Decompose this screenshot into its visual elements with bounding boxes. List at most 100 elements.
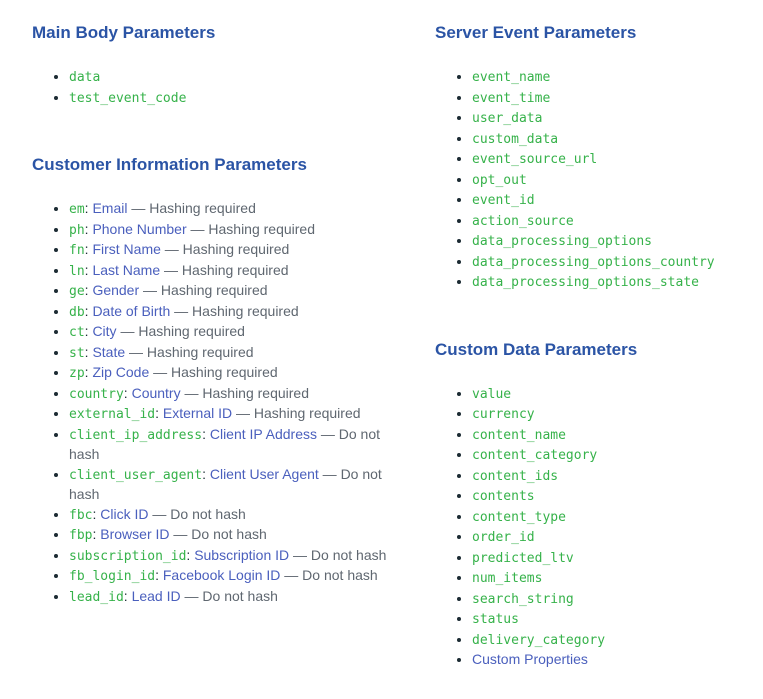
- param-link[interactable]: First Name: [92, 241, 161, 257]
- param-link[interactable]: Last Name: [92, 261, 161, 278]
- param-item: country: Country — Hashing required: [69, 384, 387, 405]
- param-item: order_id: [472, 527, 747, 548]
- param-item: custom_data: [472, 129, 747, 150]
- param-code: content_ids: [472, 468, 559, 484]
- parameters-reference-page: Main Body Parameters data test_event_code…: [0, 0, 763, 670]
- param-code: event_name: [472, 70, 551, 85]
- param-item: data: [69, 67, 387, 88]
- param-code: ge: [69, 284, 85, 299]
- param-link[interactable]: Browser ID: [100, 526, 170, 542]
- param-item: predicted_ltv: [472, 548, 747, 569]
- section-heading: Server Event Parameters: [435, 23, 637, 42]
- param-code: predicted_ltv: [472, 550, 574, 566]
- param-link[interactable]: State: [92, 343, 126, 360]
- param-item: currency: [472, 404, 747, 425]
- param-code: data_processing_options: [472, 234, 653, 249]
- param-code: event_source_url: [472, 152, 598, 167]
- parameter-list: data test_event_code: [32, 67, 387, 108]
- param-item: user_data: [472, 108, 747, 129]
- param-code: db: [69, 304, 85, 320]
- param-link[interactable]: Zip Code: [92, 364, 150, 380]
- param-code: ct: [69, 325, 85, 340]
- param-item: em: Email — Hashing required: [69, 199, 387, 220]
- param-link[interactable]: Client User Agent: [209, 465, 319, 482]
- param-note: — Do not hash: [289, 546, 387, 563]
- param-note: — Hashing required: [125, 343, 254, 360]
- param-code: event_time: [472, 90, 551, 106]
- param-link[interactable]: Email: [92, 200, 128, 216]
- param-note: — Hashing required: [149, 364, 278, 380]
- param-item: delivery_category: [472, 630, 747, 651]
- param-item: client_ip_address: Client IP Address — D…: [69, 425, 387, 465]
- parameter-list: em: Email — Hashing requiredph: Phone Nu…: [32, 199, 387, 607]
- param-note: — Do not hash: [69, 425, 381, 463]
- section-customer-information-parameters: Customer Information Parameters em: Emai…: [32, 154, 387, 607]
- param-item: data_processing_options_country: [472, 252, 747, 273]
- param-item: fn: First Name — Hashing required: [69, 240, 387, 261]
- param-item: external_id: External ID — Hashing requi…: [69, 404, 387, 425]
- param-item: status: [472, 609, 747, 630]
- param-link[interactable]: Country: [131, 384, 181, 401]
- param-note: — Do not hash: [180, 587, 278, 604]
- param-link[interactable]: City: [92, 323, 117, 339]
- param-code: st: [69, 345, 85, 361]
- param-item: fb_login_id: Facebook Login ID — Do not …: [69, 566, 387, 587]
- param-item: fbp: Browser ID — Do not hash: [69, 525, 387, 546]
- param-code: event_id: [472, 193, 535, 208]
- param-code: fbp: [69, 528, 93, 543]
- section-server-event-parameters: Server Event Parameters event_nameevent_…: [435, 22, 747, 293]
- param-note: — Hashing required: [127, 200, 256, 216]
- param-note: — Hashing required: [160, 241, 290, 257]
- param-link[interactable]: Date of Birth: [92, 302, 171, 319]
- right-column: Server Event Parameters event_nameevent_…: [403, 22, 763, 670]
- param-code: user_data: [472, 111, 543, 126]
- param-link[interactable]: Phone Number: [92, 220, 187, 237]
- param-code: content_type: [472, 509, 566, 525]
- param-code: value: [472, 386, 512, 402]
- param-code: subscription_id: [69, 548, 187, 564]
- param-link[interactable]: Custom Properties: [472, 651, 588, 667]
- parameter-list: event_name event_time user_data custom_data…: [435, 67, 747, 293]
- section-heading: Main Body Parameters: [32, 23, 216, 42]
- param-code: em: [69, 202, 85, 217]
- param-item: test_event_code: [69, 88, 387, 109]
- section-custom-data-parameters: Custom Data Parameters value currency cont…: [435, 339, 747, 670]
- param-item: contents: [472, 486, 747, 507]
- param-code: custom_data: [472, 131, 559, 147]
- param-note: — Hashing required: [116, 323, 245, 339]
- param-code: opt_out: [472, 172, 527, 188]
- param-item: Custom Properties: [472, 650, 747, 670]
- param-item: data_processing_options_state: [472, 272, 747, 293]
- param-item: subscription_id: Subscription ID — Do no…: [69, 546, 387, 567]
- param-note: — Hashing required: [180, 384, 310, 401]
- param-code: zp: [69, 366, 85, 381]
- param-code: content_category: [472, 448, 598, 463]
- param-code: data_processing_options_country: [472, 254, 715, 270]
- param-item: st: State — Hashing required: [69, 343, 387, 364]
- param-item: client_user_agent: Client User Agent — D…: [69, 465, 387, 505]
- param-code: data: [69, 70, 101, 85]
- param-item: value: [472, 384, 747, 405]
- param-item: ge: Gender — Hashing required: [69, 281, 387, 302]
- param-code: contents: [472, 489, 535, 504]
- param-link[interactable]: Gender: [92, 282, 140, 298]
- param-code: ph: [69, 222, 85, 238]
- param-item: lead_id: Lead ID — Do not hash: [69, 587, 387, 608]
- param-note: — Do not hash: [280, 567, 378, 583]
- param-item: ph: Phone Number — Hashing required: [69, 220, 387, 241]
- param-item: event_source_url: [472, 149, 747, 170]
- param-code: test_event_code: [69, 90, 187, 106]
- param-code: status: [472, 612, 519, 627]
- section-heading: Custom Data Parameters: [435, 339, 638, 359]
- param-note: — Hashing required: [160, 261, 289, 278]
- param-link[interactable]: External ID: [162, 405, 233, 421]
- param-link[interactable]: Subscription ID: [194, 546, 290, 563]
- param-link[interactable]: Facebook Login ID: [162, 567, 281, 583]
- section-main-body-parameters: Main Body Parameters data test_event_code: [32, 22, 387, 108]
- param-link[interactable]: Click ID: [100, 505, 149, 522]
- param-link[interactable]: Lead ID: [131, 587, 181, 604]
- param-link[interactable]: Client IP Address: [209, 425, 317, 442]
- param-code: action_source: [472, 213, 574, 229]
- param-note: — Do not hash: [69, 465, 382, 503]
- param-code: data_processing_options_state: [472, 275, 699, 290]
